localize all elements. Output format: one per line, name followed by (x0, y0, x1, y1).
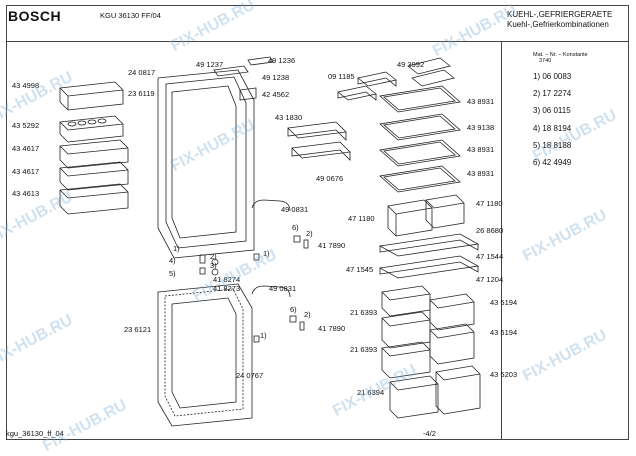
callout-number: 2) (306, 229, 313, 238)
reference-heading-line-1: Mat. – Nr. – Konstante (533, 52, 588, 58)
part-label: 21 6393 (350, 308, 378, 317)
part-label: 47 1545 (346, 265, 374, 274)
part-label: 42 4562 (262, 90, 290, 99)
part-label: 49 0831 (269, 284, 297, 293)
callout-number: 4) (169, 256, 176, 265)
part-label: 49 0831 (281, 205, 309, 214)
part-label: 43 4998 (12, 81, 40, 90)
reference-row: 4) 18 8194 (533, 124, 572, 133)
part-label: 43 4613 (12, 189, 40, 198)
reference-row: 2) 17 2274 (533, 89, 572, 98)
part-label: 43 1830 (275, 113, 303, 122)
lower-door-drawing (157, 283, 253, 427)
part-label: 43 4617 (12, 144, 40, 153)
part-label: 49 3992 (397, 60, 425, 69)
header-divider (6, 41, 629, 42)
part-label: 47 1180 (476, 199, 503, 208)
part-label: 43 8931 (467, 145, 495, 154)
upper-door-drawing (157, 56, 274, 259)
callout-number: 6) (292, 223, 299, 232)
drawing-frame (6, 5, 629, 440)
part-label: 09 1185 (328, 72, 355, 81)
reference-row: 3) 06 0115 (533, 106, 571, 115)
part-label: 43 5194 (490, 298, 518, 307)
part-label: 47 1204 (476, 275, 504, 284)
part-label: 49 1236 (268, 56, 296, 65)
part-label: 43 4617 (12, 167, 40, 176)
hinge-and-handle-drawings (199, 199, 309, 343)
part-label: 21 6393 (350, 345, 378, 354)
reference-heading-line-2: 3740 (539, 58, 552, 64)
model-number: KGU 36130 FF/04 (100, 11, 161, 20)
footer-file-id: kgu_36130_ff_04 (6, 429, 64, 438)
reference-table-heading: Mat. – Nr. – Konstante 3740 (533, 52, 588, 64)
reference-row: 1) 06 0083 (533, 72, 572, 81)
part-label: 41 7890 (318, 241, 346, 250)
part-label: 23 6121 (124, 325, 152, 334)
callout-number: 2) (304, 310, 311, 319)
part-label: 43 9138 (467, 123, 495, 132)
brand-logo: BOSCH (8, 8, 62, 24)
part-label: 49 1238 (262, 73, 290, 82)
part-label: 23 6119 (128, 89, 155, 98)
part-label: 49 1237 (196, 60, 224, 69)
part-label: 47 1544 (476, 252, 504, 261)
ice-tray-drawings (287, 57, 455, 161)
callout-number: 1) (263, 249, 270, 258)
reference-column-divider (501, 41, 502, 440)
part-label: 49 0676 (316, 174, 344, 183)
callout-number: 6) (290, 305, 297, 314)
part-label: 43 8931 (467, 169, 495, 178)
part-label: 47 1180 (348, 214, 375, 223)
part-label: 41 8274 (213, 275, 241, 284)
part-label: 41 7890 (318, 324, 346, 333)
part-label: 26 8680 (476, 226, 504, 235)
reference-row: 6) 42 4949 (533, 158, 572, 167)
part-label: 43 5292 (12, 121, 40, 130)
part-label: 41 8273 (213, 284, 241, 293)
part-label: 43 5203 (490, 370, 518, 379)
drawer-drawings (378, 194, 481, 419)
callout-number: 5) (169, 269, 176, 278)
part-label: 43 8931 (467, 97, 495, 106)
glass-shelf-drawings (379, 85, 461, 193)
reference-row: 5) 18 8188 (533, 141, 572, 150)
callout-number: 1) (260, 331, 267, 340)
part-label: 43 5194 (490, 328, 518, 337)
callout-number: 3) (210, 261, 217, 270)
callout-number: 2) (210, 252, 217, 261)
part-label: 21 6394 (357, 388, 385, 397)
category-line-2: Kuehl-,Gefrierkombinationen (507, 20, 609, 29)
callout-number: 1) (173, 244, 180, 253)
part-label: 24 0817 (128, 68, 156, 77)
door-bin-drawings (59, 81, 129, 215)
category-line-1: KUEHL-,GEFRIERGERAETE (507, 10, 613, 19)
page-number: -4/2 (423, 429, 436, 438)
part-label: 24 0767 (236, 371, 264, 380)
